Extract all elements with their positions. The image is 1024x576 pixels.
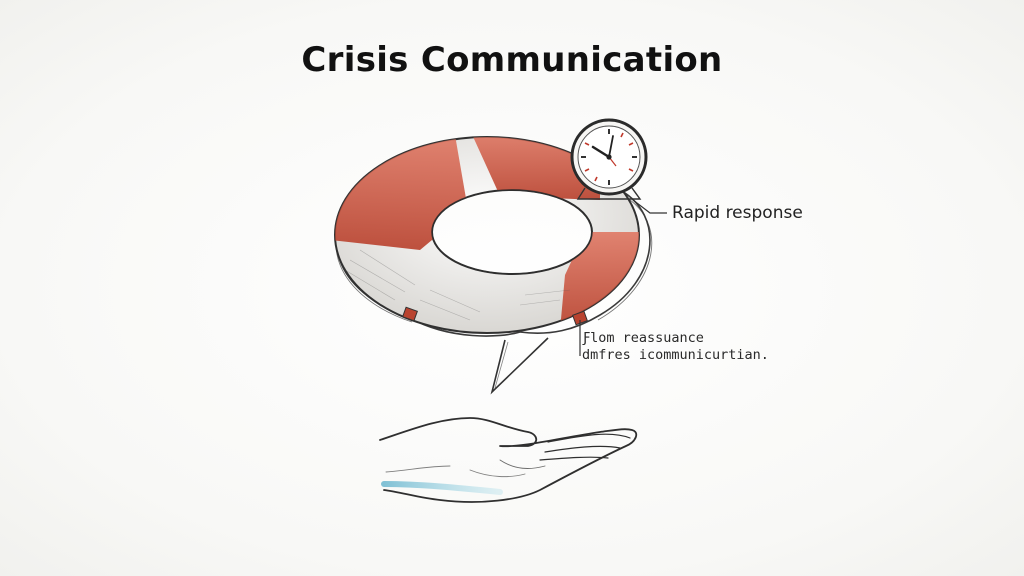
open-hand-icon: [379, 417, 638, 503]
speech-tail-icon: [490, 337, 549, 395]
page-title: Crisis Communication: [301, 40, 723, 80]
rapid-response-label: Rapid response: [672, 203, 803, 223]
clock-icon: [570, 118, 648, 200]
rapid-response-leader: [632, 199, 667, 214]
reassurance-label-line-2: dmfres icommunicurtian.: [582, 347, 769, 363]
reassurance-label: Ƒlom reassuance dmfres icommunicurtian.: [582, 330, 769, 364]
reassurance-label-line-1: Ƒlom reassuance: [582, 330, 704, 346]
